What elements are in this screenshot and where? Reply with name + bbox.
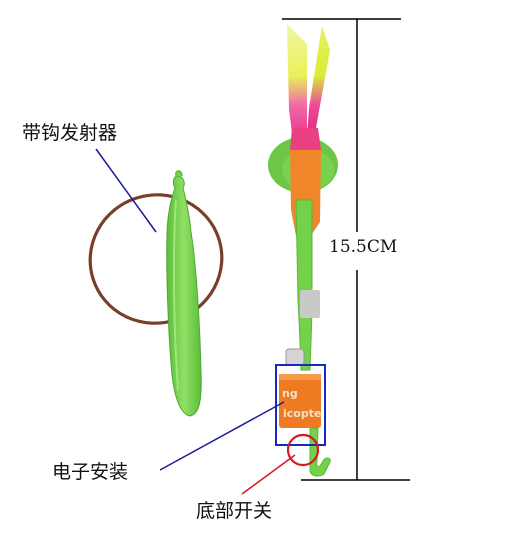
battery-print-line2: icopte <box>283 407 322 420</box>
leader-line-electronics <box>159 401 285 471</box>
spring-coil <box>285 348 305 366</box>
label-height-dimension: 15.5CM <box>329 237 398 257</box>
label-electronic-mount: 电子安装 <box>52 461 129 483</box>
hook-launcher <box>88 170 224 417</box>
rotor-blade-left <box>287 24 307 140</box>
launcher-hook-tip <box>175 170 183 177</box>
helicopter-toy <box>268 24 338 477</box>
electronics-highlight-box <box>275 364 326 446</box>
height-dimension <box>282 18 410 481</box>
switch-highlight-circle <box>286 433 320 467</box>
launcher-stick-highlight <box>172 199 179 391</box>
label-hook-launcher: 带钩发射器 <box>22 122 118 144</box>
launcher-stick <box>166 175 202 417</box>
label-bottom-switch: 底部开关 <box>196 500 273 522</box>
battery-box <box>279 374 321 428</box>
stem <box>295 199 313 371</box>
battery-print-line1: ng <box>282 387 298 400</box>
connector-grey <box>300 290 320 318</box>
leader-line-switch <box>241 454 296 495</box>
rotor-blade-right <box>307 26 330 136</box>
battery-box-top <box>279 374 321 380</box>
body-orange-pink <box>290 128 321 150</box>
leader-line-hook <box>95 148 157 233</box>
bottom-hook <box>309 427 331 477</box>
rubber-band <box>88 193 224 325</box>
